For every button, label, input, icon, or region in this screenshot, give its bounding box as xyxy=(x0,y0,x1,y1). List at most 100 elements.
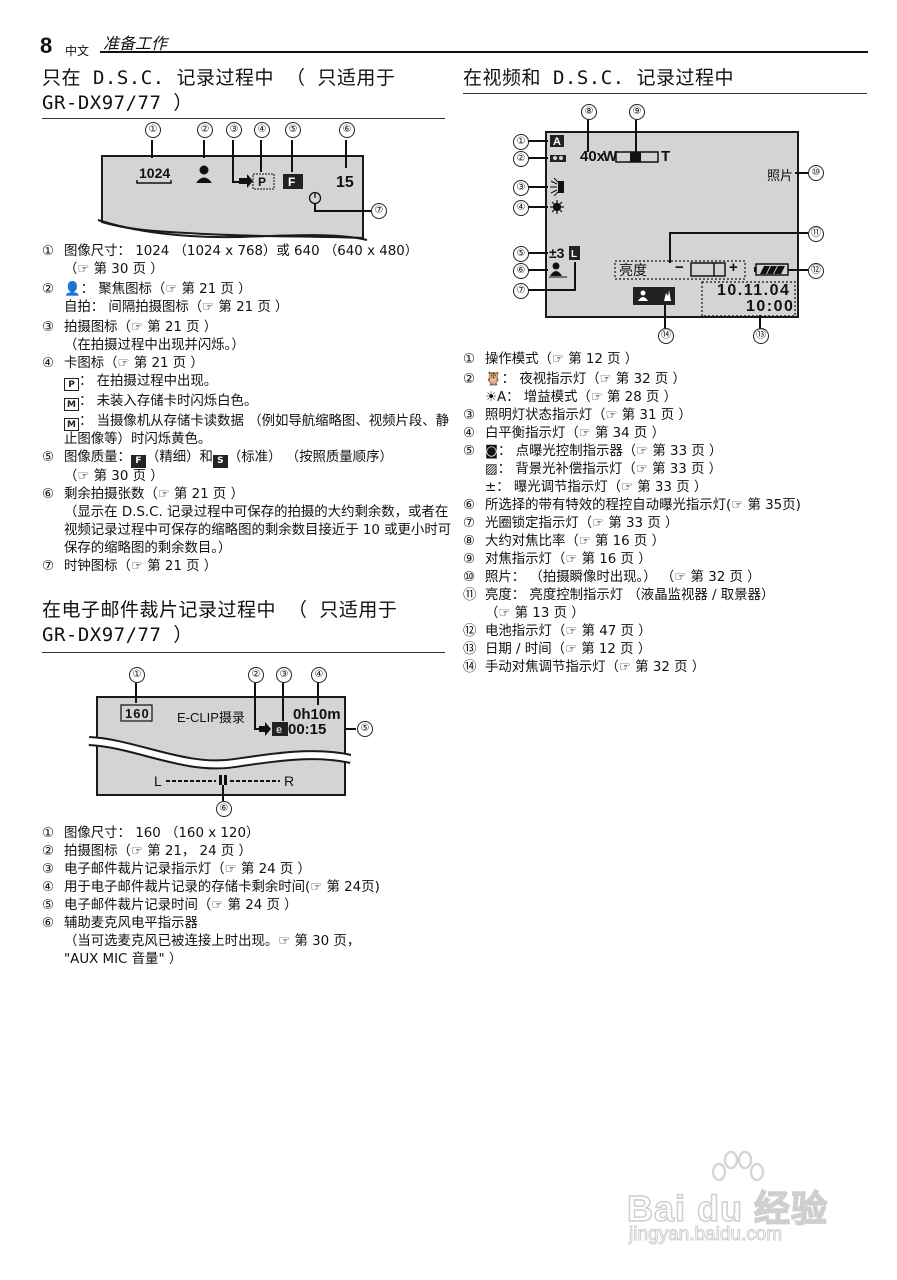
svg-text:L: L xyxy=(571,249,577,260)
callout-4: ④ xyxy=(311,667,327,683)
callout-6: ⑥ xyxy=(339,122,355,138)
record-time: 00:15 xyxy=(288,721,327,738)
callout-1: ① xyxy=(513,134,529,150)
brightness-minus: − xyxy=(675,259,684,276)
card-note: M： 当摄像机从存储卡读数据 （例如导航缩略图、视频片段、静止图像等）时闪烁黄色… xyxy=(64,414,450,447)
image-size-value: 1024 xyxy=(139,165,170,181)
brightness-plus: + xyxy=(729,259,738,276)
eclip-display-diagram: 160 e E-CLIP摄录 0h10m 00:15 L R ① ② ③ ④ ⑤… xyxy=(85,663,391,820)
date-time-box xyxy=(701,281,796,317)
callout-6: ⑥ xyxy=(216,801,232,817)
card-note: P： 在拍摄过程中出现。 xyxy=(42,373,452,391)
card-ready-icon: P xyxy=(64,378,79,391)
focus-icon xyxy=(199,165,209,175)
light-status-icon xyxy=(550,177,559,197)
callout-9: ⑨ xyxy=(629,104,645,120)
mic-level-left: L xyxy=(154,773,162,789)
watermark-brand: Bai du 经验 xyxy=(626,1187,829,1230)
callout-2: ② xyxy=(513,151,529,167)
page-number: 8 xyxy=(40,33,53,58)
zoom-wide-label: W xyxy=(603,148,618,165)
remaining-time: 0h10m xyxy=(293,706,341,723)
quality-standard-icon: S xyxy=(212,455,228,468)
svg-text:A: A xyxy=(553,136,561,148)
dsc-display-diagram: 1024 P F 15 ① ② ③ ④ ⑤ ⑥ ⑦ xyxy=(95,120,415,245)
callout-6: ⑥ xyxy=(513,263,529,279)
callout-13: ⑬ xyxy=(753,328,769,344)
callout-14: ⑭ xyxy=(658,328,674,344)
eclip-indicator-icon xyxy=(272,722,288,736)
svg-text:P: P xyxy=(258,175,266,189)
paw-icon xyxy=(711,1150,765,1182)
section2-rule xyxy=(42,652,445,653)
zoom-tele-label: T xyxy=(661,148,671,165)
language-label: 中文 xyxy=(65,44,90,58)
card-reading-icon: M xyxy=(64,418,79,431)
iris-lock-icon xyxy=(569,246,580,260)
right-section-rule xyxy=(463,93,867,94)
callout-12: ⑫ xyxy=(808,263,824,279)
program-ae-icon xyxy=(552,262,560,270)
callout-3: ③ xyxy=(276,667,292,683)
video-dsc-display-diagram: A ±3 L xyxy=(505,100,835,350)
legend-item: ②👤： 聚焦图标（☞ 第 21 页 ）自拍： 间隔拍摄图标（☞ 第 21 页 ） xyxy=(42,282,289,315)
brightness-control xyxy=(614,260,746,280)
right-section-title: 在视频和 D.S.C. 记录过程中 xyxy=(463,67,735,89)
date-display: 10.11.04 xyxy=(717,282,791,299)
callout-4: ④ xyxy=(513,200,529,216)
section2-title: 在电子邮件裁片记录过程中 （ 只适用于 GR-DX97/77 ） xyxy=(42,599,398,646)
callout-1: ① xyxy=(145,122,161,138)
shooting-arrow-icon xyxy=(239,174,253,188)
svg-text:F: F xyxy=(288,175,295,189)
legend-item: ⑤◙： 点曝光控制指示器（☞ 第 33 页 ）▨： 背景光补偿指示灯（☞ 第 3… xyxy=(463,444,723,495)
svg-text:160: 160 xyxy=(125,706,150,721)
card-missing-icon: M xyxy=(64,398,79,411)
callout-5: ⑤ xyxy=(285,122,301,138)
callout-11: ⑪ xyxy=(808,226,824,242)
eclip-mode-label: E-CLIP摄录 xyxy=(177,710,245,725)
quality-fine-icon: F xyxy=(130,455,146,468)
callout-3: ③ xyxy=(226,122,242,138)
legend-item: ②🦉： 夜视指示灯（☞ 第 32 页 ）☀A： 增益模式（☞ 第 28 页 ） xyxy=(463,372,686,405)
svg-text:15: 15 xyxy=(336,174,354,191)
header-rule xyxy=(100,51,868,53)
svg-text:±3: ±3 xyxy=(549,245,565,261)
lcd-screen: 1024 P F 15 xyxy=(97,140,371,241)
night-view-icon xyxy=(550,155,566,162)
time-display: 10:00 xyxy=(746,298,795,315)
callout-3: ③ xyxy=(513,180,529,196)
callout-1: ① xyxy=(129,667,145,683)
card-icon xyxy=(252,173,275,190)
callout-8: ⑧ xyxy=(581,104,597,120)
svg-text:e: e xyxy=(276,724,282,736)
white-balance-icon xyxy=(550,200,564,214)
callout-5: ⑤ xyxy=(513,246,529,262)
callout-4: ④ xyxy=(254,122,270,138)
callout-7: ⑦ xyxy=(371,203,387,219)
callout-2: ② xyxy=(248,667,264,683)
brightness-label: 亮度 xyxy=(619,263,647,279)
